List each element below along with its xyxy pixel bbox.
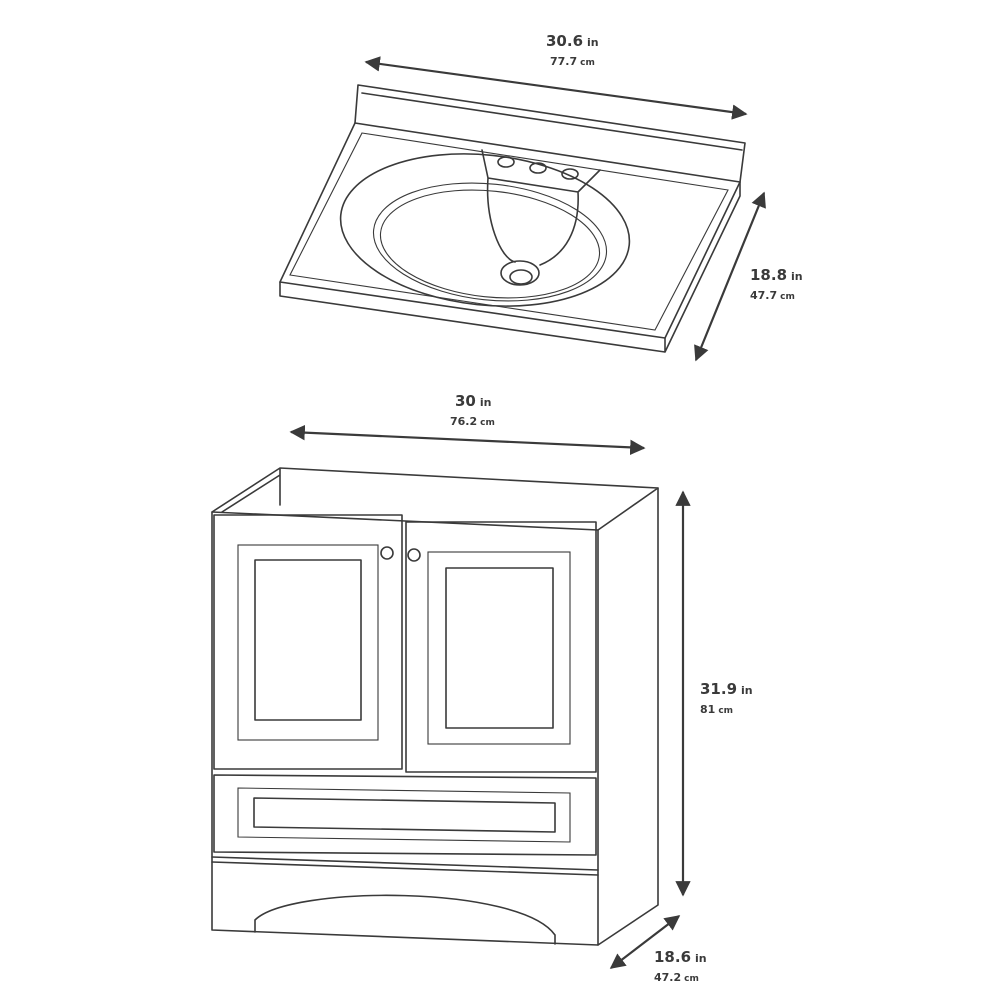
- right-door-knob[interactable]: [407, 548, 421, 562]
- metric-value: 81: [700, 703, 715, 716]
- metric-value: 76.2: [450, 415, 477, 428]
- metric-unit: cm: [780, 292, 795, 302]
- faucet-deck: [481, 149, 601, 266]
- cabinet-side: [597, 487, 659, 946]
- basin-bowl-inner: [379, 189, 601, 299]
- metric-value: 47.2: [654, 971, 681, 984]
- drain-inner: [509, 269, 533, 285]
- cabinet-width-arrow: [289, 424, 646, 456]
- value: 31.9: [700, 680, 737, 698]
- basin-bowl-outer: [372, 182, 608, 302]
- countertop-inner-edge: [289, 132, 729, 331]
- faucet-hole-left: [497, 156, 515, 168]
- unit: in: [695, 952, 707, 965]
- basin-rim: [339, 153, 631, 307]
- cabinet-drawing: [211, 467, 659, 946]
- right-door[interactable]: [405, 521, 597, 773]
- metric-unit: cm: [580, 58, 595, 68]
- svg-text:76.2cm: 76.2cm: [450, 415, 495, 428]
- cabinet-depth-arrow: [609, 915, 681, 969]
- value: 30.6: [546, 32, 583, 50]
- faucet-hole-right: [561, 168, 579, 180]
- metric-value: 47.7: [750, 289, 777, 302]
- sink-width-arrow: [364, 56, 748, 120]
- unit: in: [587, 36, 599, 49]
- unit: in: [791, 270, 803, 283]
- left-door-knob[interactable]: [380, 546, 394, 560]
- sink-top-drawing: [279, 84, 746, 353]
- sink-depth-arrow: [694, 191, 766, 362]
- svg-text:47.7cm: 47.7cm: [750, 289, 795, 302]
- metric-value: 77.7: [550, 55, 577, 68]
- svg-text:31.9in: 31.9 in: [700, 680, 753, 698]
- metric-unit: cm: [684, 974, 699, 984]
- unit: in: [741, 684, 753, 697]
- svg-text:18.6in: 18.6 in: [654, 948, 707, 966]
- cabinet-top: [211, 467, 659, 531]
- svg-text:77.7cm: 77.7cm: [550, 55, 595, 68]
- metric-unit: cm: [718, 706, 733, 716]
- left-door[interactable]: [213, 514, 403, 770]
- drain-outer: [500, 260, 540, 286]
- cabinet-base: [211, 856, 599, 945]
- svg-text:30.6in: 30.6 in: [546, 32, 599, 50]
- value: 30: [455, 392, 476, 410]
- svg-text:47.2cm: 47.2cm: [654, 971, 699, 984]
- value: 18.6: [654, 948, 691, 966]
- metric-unit: cm: [480, 418, 495, 428]
- value: 18.8: [750, 266, 787, 284]
- unit: in: [480, 396, 492, 409]
- faucet-hole-center: [529, 162, 547, 174]
- svg-text:18.8in: 18.8 in: [750, 266, 803, 284]
- cabinet-front: [211, 511, 599, 946]
- drawer-front[interactable]: [213, 774, 597, 856]
